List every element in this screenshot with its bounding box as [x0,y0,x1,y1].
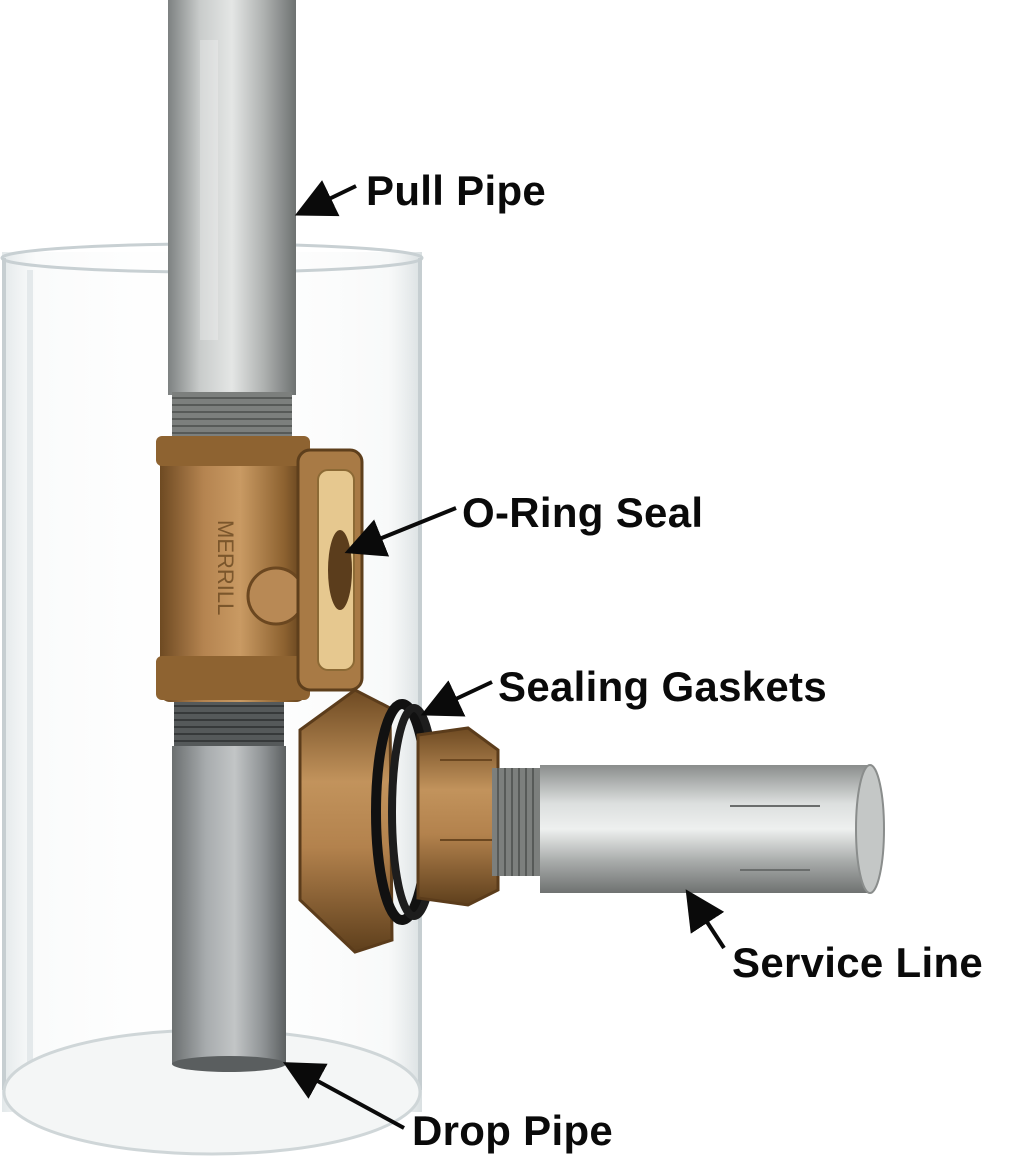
arrow-service-line [685,889,726,950]
callout-arrows [282,180,726,1130]
merrill-casting-mark: MERRILL [213,520,238,615]
outer-adapter [298,688,394,954]
seal-plate [296,448,364,692]
arrow-drop-pipe [282,1062,405,1130]
arrow-o-ring-seal [344,506,457,557]
hex-nut [416,726,500,907]
drop-pipe-label: Drop Pipe [412,1107,614,1154]
sealing-gaskets-label: Sealing Gaskets [498,663,827,710]
service-line-label: Service Line [732,939,984,986]
drop-pipe [172,700,286,1072]
pull-pipe-label: Pull Pipe [366,167,547,214]
arrow-sealing-gaskets [420,680,493,717]
service-line [492,764,885,894]
pull-pipe [168,0,296,440]
arrow-pull-pipe [294,180,357,217]
o-ring-seal-label: O-Ring Seal [462,489,704,536]
brass-tee: MERRILL [156,436,310,702]
